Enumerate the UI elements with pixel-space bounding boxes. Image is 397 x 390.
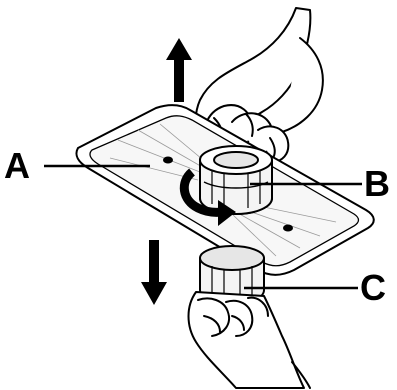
callout-label-a: A xyxy=(4,148,30,184)
arrow-up-icon xyxy=(166,38,192,102)
arrow-down-icon xyxy=(141,240,167,305)
callout-label-c: C xyxy=(360,270,386,306)
lower-hand xyxy=(189,292,311,388)
filter-b-body xyxy=(200,146,272,214)
callout-label-b: B xyxy=(364,166,390,202)
